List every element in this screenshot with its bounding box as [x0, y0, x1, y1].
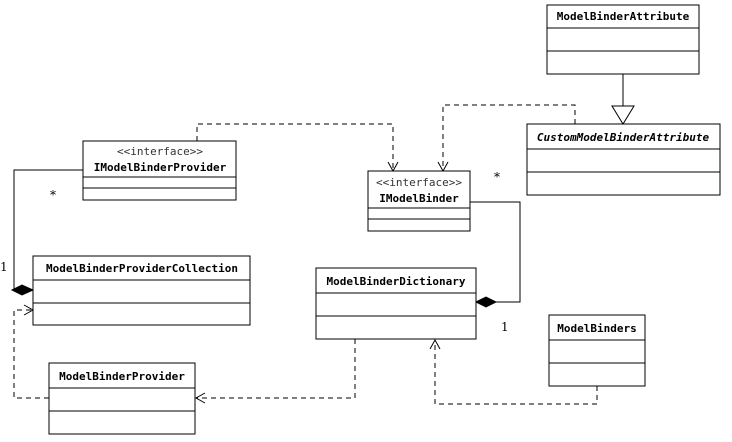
- class-model-binders[interactable]: ModelBinders: [548, 314, 646, 387]
- multiplicity-binder-many: *: [494, 170, 500, 184]
- multiplicity-dictionary-one: 1: [501, 320, 509, 334]
- class-model-binder-dictionary[interactable]: ModelBinderDictionary: [315, 267, 477, 340]
- class-name: ModelBinders: [557, 322, 636, 335]
- multiplicity-provider-many: *: [50, 188, 56, 202]
- class-custom-model-binder-attribute[interactable]: CustomModelBinderAttribute: [526, 123, 721, 196]
- composition-diamond: [474, 296, 498, 308]
- class-name: ModelBinderAttribute: [557, 10, 690, 23]
- class-name: IModelBinder: [379, 192, 459, 205]
- composition-dictionary-binder: [470, 201, 521, 308]
- class-name: ModelBinderDictionary: [326, 275, 465, 288]
- composition-diamond: [10, 284, 35, 296]
- class-model-binder-provider-collection[interactable]: ModelBinderProviderCollection: [32, 255, 251, 326]
- class-name: ModelBinderProvider: [59, 370, 185, 383]
- open-arrowhead: [194, 392, 206, 404]
- generalization-arrowhead: [611, 105, 635, 125]
- class-model-binder-provider[interactable]: ModelBinderProvider: [48, 362, 196, 435]
- multiplicity-collection-one: 1: [0, 260, 8, 274]
- class-model-binder-attribute[interactable]: ModelBinderAttribute: [546, 4, 700, 75]
- class-imodel-binder[interactable]: <<interface>> IModelBinder: [367, 170, 471, 232]
- dependency-binders-to-dictionary: [429, 338, 598, 405]
- class-name: IModelBinderProvider: [94, 161, 227, 174]
- open-arrowhead: [429, 338, 441, 350]
- generalization-connector: [611, 74, 635, 125]
- class-name: CustomModelBinderAttribute: [537, 131, 710, 144]
- interface-stereotype: <<interface>>: [376, 176, 462, 189]
- class-imodel-binder-provider[interactable]: <<interface>> IModelBinderProvider: [82, 140, 237, 201]
- interface-stereotype: <<interface>>: [117, 145, 203, 158]
- class-name: ModelBinderProviderCollection: [46, 262, 238, 275]
- dependency-dictionary-to-provider: [194, 339, 356, 404]
